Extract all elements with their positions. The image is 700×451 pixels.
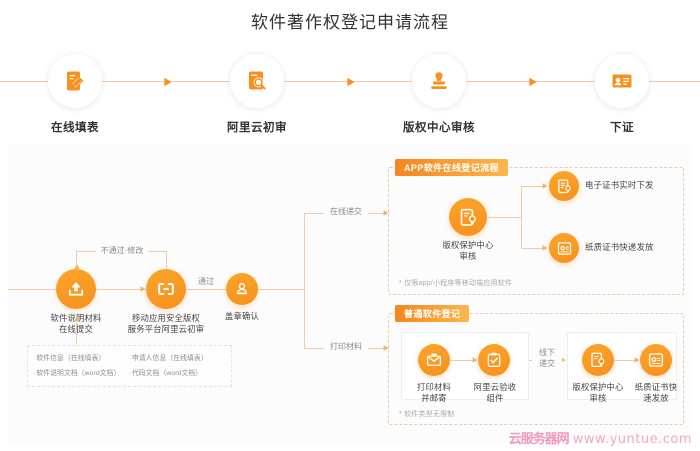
upload-icon: [68, 282, 84, 296]
documents-box: ·软件信息（在线填表） ·申请人信息（在线填表） ·软件说明文档（word文档）…: [27, 345, 232, 387]
stamp-icon: [431, 72, 447, 89]
node-submit-materials[interactable]: [56, 269, 96, 309]
stepper-step-4[interactable]: 下证: [562, 45, 682, 135]
arrow-right-icon: [542, 245, 548, 251]
stepper-step-3-label: 版权中心审核: [403, 122, 475, 134]
normal-section: 普通软件登记 打印材料 并邮寄: [388, 305, 684, 425]
flow-line-entry: [8, 289, 58, 290]
app-split-vertical: [521, 186, 522, 248]
flow-line-1-2: [96, 289, 146, 290]
node-seal-confirm[interactable]: [226, 273, 258, 305]
stepper-step-2-label: 阿里云初审: [227, 122, 287, 134]
link-brackets-icon: [158, 282, 174, 296]
node-normal-copyright-center-review[interactable]: [582, 344, 614, 376]
normal-line-1-2: [450, 360, 476, 361]
branch-print-label: 打印材料: [324, 341, 368, 352]
arrow-right-icon: [383, 210, 389, 216]
watermark: 云服务器网 www.yuntue.com: [509, 428, 692, 447]
arrow-up-icon: [73, 316, 80, 321]
normal-section-badge: 普通软件登记: [395, 305, 470, 322]
watermark-cn: 云服务器网: [508, 431, 570, 446]
node-alicloud-acceptance-label: 阿里云验收 组件: [473, 382, 517, 403]
seal-person-icon: [236, 283, 248, 295]
node-seal-confirm-label: 盖章确认: [225, 311, 259, 321]
offline-submit-label: 线下 递交: [532, 347, 562, 369]
node-app-copyright-center-review[interactable]: [449, 198, 487, 236]
arrow-right-icon: [140, 286, 146, 292]
stepper-step-4-circle: [595, 54, 649, 108]
app-section: APP软件在线登记流程 版权保护中心 审核: [388, 159, 684, 295]
app-branch-bottom: [521, 248, 545, 249]
process-stepper: 在线填表 阿里云初审: [0, 45, 700, 140]
reject-loop-down: [76, 251, 77, 269]
clipboard-check-icon: [487, 352, 501, 368]
node-paper-certificate-express[interactable]: [549, 233, 579, 263]
node-electronic-certificate[interactable]: [549, 171, 579, 201]
document-item: ·代码文档（word文档）: [129, 370, 203, 377]
arrow-right-icon: [542, 183, 548, 189]
node-electronic-certificate-label: 电子证书实时下发: [585, 180, 654, 190]
stepper-step-2-circle: [230, 54, 284, 108]
node-normal-paper-certificate-label: 纸质证书快 速发放: [634, 382, 678, 403]
node-alicloud-acceptance[interactable]: [478, 344, 510, 376]
paper-certificate-icon: [648, 353, 664, 367]
watermark-url: www.yuntue.com: [572, 432, 692, 447]
app-section-badge: APP软件在线登记流程: [395, 159, 508, 176]
node-print-and-mail-label: 打印材料 并邮寄: [417, 382, 451, 403]
branch-online-label: 在线递交: [324, 206, 368, 217]
node-normal-paper-certificate[interactable]: [640, 344, 672, 376]
paper-certificate-icon: [557, 241, 571, 255]
flow-panel: 软件说明材料 在线提交 移动应用安全版权 服务平台阿里云初审 不通过·修改: [8, 143, 692, 443]
electronic-certificate-icon: [557, 178, 571, 193]
reject-loop-up: [166, 251, 167, 269]
arrow-right-icon: [164, 77, 172, 87]
arrow-right-icon: [472, 357, 478, 363]
pass-label: 通过: [189, 276, 223, 287]
stepper-step-1[interactable]: 在线填表: [15, 45, 135, 135]
stepper-step-4-label: 下证: [610, 122, 634, 134]
stepper-step-3[interactable]: 版权中心审核: [379, 45, 499, 135]
stepper-step-1-circle: [48, 54, 102, 108]
normal-line-3-4: [614, 360, 638, 361]
arrow-right-icon: [383, 345, 389, 351]
node-print-and-mail[interactable]: [418, 344, 450, 376]
stepper-step-3-circle: [412, 54, 466, 108]
normal-section-note: * 软件类型无限制: [399, 411, 455, 418]
app-branch-top: [521, 186, 545, 187]
branch-trunk: [258, 289, 304, 290]
stepper-step-2[interactable]: 阿里云初审: [197, 45, 317, 135]
arrow-right-icon: [634, 357, 640, 363]
form-pen-icon: [67, 71, 84, 91]
app-split-trunk: [487, 217, 521, 218]
doc-connector: [76, 319, 77, 345]
document-item: ·软件信息（在线填表）: [34, 355, 106, 362]
document-item: ·软件说明文档（word文档）: [34, 370, 121, 377]
node-alicloud-prereview-label: 移动应用安全版权 服务平台阿里云初审: [127, 313, 205, 334]
arrow-right-icon: [529, 77, 537, 87]
stepper-step-1-label: 在线填表: [51, 122, 99, 134]
node-alicloud-prereview[interactable]: [146, 269, 186, 309]
node-normal-copyright-center-review-label: 版权保护中心 审核: [572, 382, 624, 403]
certificate-review-icon: [591, 352, 605, 368]
page-title: 软件著作权登记申请流程: [251, 13, 449, 32]
reject-label: 不通过·修改: [96, 245, 148, 256]
mail-print-icon: [426, 353, 442, 366]
arrow-right-icon: [347, 77, 355, 87]
certificate-review-icon: [460, 208, 476, 226]
node-paper-certificate-express-label: 纸质证书快递发放: [585, 242, 654, 252]
id-card-icon: [612, 74, 632, 88]
node-app-copyright-center-review-label: 版权保护中心 审核: [442, 240, 494, 261]
document-item: ·申请人信息（在线填表）: [129, 355, 208, 362]
flow-line-2-3: [186, 289, 226, 290]
arrow-up-icon: [73, 264, 80, 269]
branch-split: [304, 213, 305, 348]
app-section-note: * 仅限app/小程序等移动端应用软件: [399, 280, 513, 287]
document-search-icon: [249, 71, 266, 90]
